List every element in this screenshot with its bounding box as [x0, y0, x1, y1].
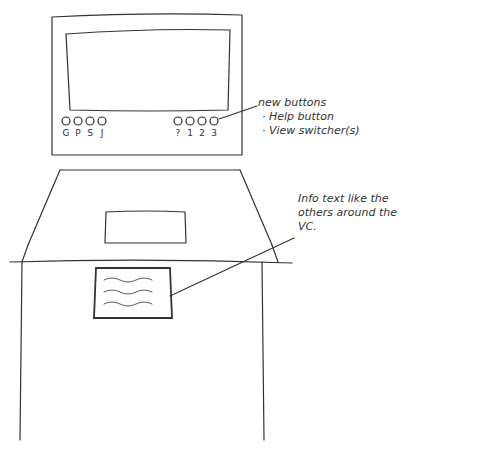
- right-buttons: [174, 117, 218, 125]
- callout-note: · Help button: [262, 110, 382, 124]
- callout-note: · View switcher(s): [262, 124, 402, 138]
- button-label: P: [72, 128, 84, 138]
- button-label: J: [96, 128, 108, 138]
- body-sides: [28, 170, 272, 245]
- button-label: 3: [208, 128, 220, 138]
- slot: [105, 211, 186, 243]
- button-label: ?: [172, 128, 184, 138]
- button-circle: [186, 117, 194, 125]
- body-sides: [22, 245, 278, 262]
- pedestal-sides: [20, 262, 264, 440]
- body-top: [60, 169, 240, 170]
- button-circle: [74, 117, 82, 125]
- leader-line: [170, 238, 294, 296]
- button-label: S: [84, 128, 96, 138]
- monitor-frame: [52, 14, 242, 155]
- counter-edge: [10, 260, 292, 263]
- button-circle: [86, 117, 94, 125]
- button-circle: [210, 117, 218, 125]
- button-circle: [174, 117, 182, 125]
- button-circle: [62, 117, 70, 125]
- button-label: 2: [196, 128, 208, 138]
- left-buttons: [62, 117, 106, 125]
- button-label: G: [60, 128, 72, 138]
- leader-line: [219, 106, 257, 119]
- info-sheet: [94, 268, 172, 318]
- screen: [66, 30, 230, 112]
- callout-note: new buttons: [258, 96, 368, 110]
- button-circle: [198, 117, 206, 125]
- button-circle: [98, 117, 106, 125]
- callout-note: Info text like the others around the VC.: [298, 192, 410, 234]
- button-label: 1: [184, 128, 196, 138]
- text-squiggle: [104, 278, 152, 306]
